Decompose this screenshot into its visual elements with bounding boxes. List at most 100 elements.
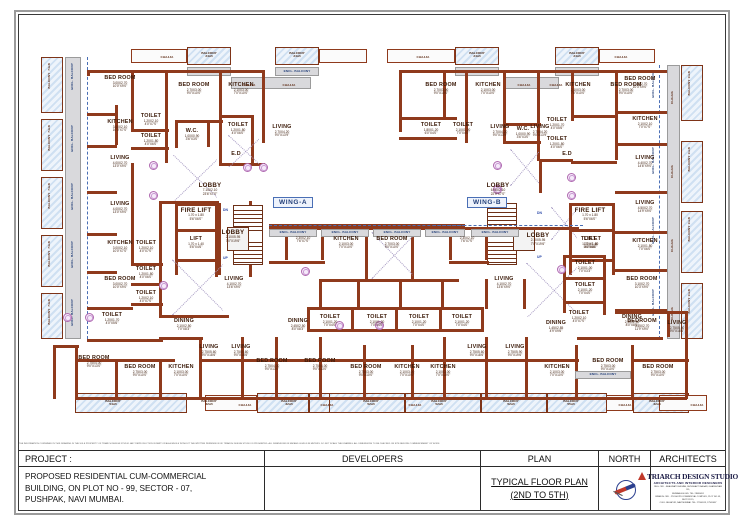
shaft-hatch-a1 (169, 155, 217, 201)
room-name: BED ROOM (610, 82, 642, 88)
dim-marker-8 (301, 267, 310, 276)
chajja-label-0: CHAJJA (160, 55, 174, 59)
chajja-label-8: CHAJJA (320, 403, 334, 407)
chajja-label-right-2: CHAJJA (670, 165, 674, 178)
room-dim-imperial: 9'0"X13'9" (532, 132, 548, 137)
room-dim-imperial: 4'0"X6'0" (550, 144, 564, 149)
room-dim-metric: 2.75X4.00 (264, 363, 280, 368)
plan-header: PLAN (481, 451, 598, 467)
room-name: TOILET (452, 122, 474, 128)
room-dim-imperial: 9'0"X18'6" (469, 352, 485, 357)
stair-dn-label-b: DN (537, 211, 542, 215)
plan-title: TYPICAL FLOOR PLAN (2ND TO 5TH) (491, 476, 588, 500)
chajja-label-6: CHAJJA (614, 55, 628, 59)
encl-balcony-label-right-2: ENCL. BALCONY (651, 147, 655, 174)
room-dim-imperial: 9'0"X10'0" (618, 90, 634, 95)
balcony-top-3 (455, 47, 499, 65)
balcony-area: 52sft (435, 402, 443, 407)
room-dim-metric: 2.70X4.20 (532, 129, 548, 134)
architect-address-line-4: C.B.D. BELAPUR, NAVI MUMBAI. TEL: 275669… (659, 502, 717, 505)
room-dim-metric: 1.20X1.80 (230, 127, 246, 132)
room-dim-metric: 3.00X2.10 (112, 245, 128, 250)
balcony-name: BALCONY (431, 399, 447, 403)
balcony-name: BALCONY (201, 399, 217, 403)
room-dim-metric: 1.20X1.80 (583, 241, 599, 246)
room-dim-imperial: 9'0"X10'0" (186, 90, 202, 95)
room-dim-imperial: 9'0"X10'0" (132, 372, 148, 377)
chajja-top-4 (599, 49, 655, 63)
room-name: TOILET (135, 290, 157, 296)
room-dim-imperial: 7'0"X10'0" (570, 90, 586, 95)
chajja-label-10: CHAJJA (618, 403, 632, 407)
room-name: TOILET (546, 136, 568, 142)
room-name: KITCHEN (475, 82, 501, 88)
developers-value (265, 467, 480, 510)
room-dim-metric: 2.75X5.60 (201, 349, 217, 354)
room-name: E.D (562, 151, 572, 157)
sheet-inner-frame (18, 14, 726, 511)
dim-marker-1 (149, 161, 158, 170)
room-name: BED ROOM (104, 276, 136, 282)
balcony-area: 24sft (205, 54, 213, 59)
room-dim-imperial: 4'9"X9'6" (549, 328, 563, 333)
room-dim-imperial: 7'0"X10'0" (480, 90, 496, 95)
room-dim-metric: 4.40X2.70 (637, 160, 653, 165)
room-dim-metric: 1.70 x 1.80 (188, 213, 204, 218)
room-name: TOILET (140, 133, 162, 139)
room-name: BED ROOM (642, 364, 674, 370)
chajja-band-mid-1 (231, 77, 311, 89)
encl-balcony-strip-left (65, 57, 81, 339)
room-name: KITCHEN (107, 240, 133, 246)
balcony-name: BALCONY (281, 399, 297, 403)
architect-tagline: ARCHITECTS AND INTERIOR DESIGNERS (653, 481, 723, 486)
room-dim-imperial: 10'0"X9'0" (112, 83, 128, 88)
room-dim-metric: 2.10X2.50 (176, 323, 192, 328)
room-dim-imperial: 9'0"X13'9" (492, 132, 508, 137)
wing-tag-b: WING-B (467, 197, 508, 208)
balcony-area: 55sft (567, 402, 575, 407)
chajja-top-2 (319, 49, 367, 63)
shaft-hatch-b2 (547, 203, 577, 243)
room-dim-imperial: 9'0"X13'0" (86, 363, 102, 368)
balcony-name: BALCONY (363, 399, 379, 403)
balcony-area: 32sft (205, 402, 213, 407)
room-dim-imperial: 7'6"X7'0" (460, 239, 474, 244)
room-dim-imperial: 4'0"X7'0" (572, 318, 586, 323)
balcony-label-right-4: BALCONY 11sft (687, 289, 691, 314)
balcony-area: 52sft (507, 402, 515, 407)
chajja-label-right-1: CHAJJA (670, 91, 674, 104)
title-block-north-column: NORTH (599, 451, 651, 510)
balcony-strip-right-2 (681, 141, 703, 203)
chajja-strip-right (667, 65, 680, 339)
plan-title-line-1: TYPICAL FLOOR PLAN (491, 477, 588, 488)
chajja-label-3: CHAJJA (416, 55, 430, 59)
balcony-label-right-1: BALCONY 11sft (687, 71, 691, 96)
balcony-strip-left-1 (41, 57, 63, 113)
room-label-b-ed: E.D (555, 151, 579, 158)
project-line-2: BUILDING, ON PLOT NO - 99, SECTOR - 07, (25, 483, 193, 493)
stair-up-label-a: UP (223, 256, 228, 260)
room-dim-metric: 2.30X2.10 (295, 236, 311, 240)
room-dim-imperial: 13'0"X9'0" (112, 163, 128, 168)
room-name: LIVING (467, 344, 487, 350)
